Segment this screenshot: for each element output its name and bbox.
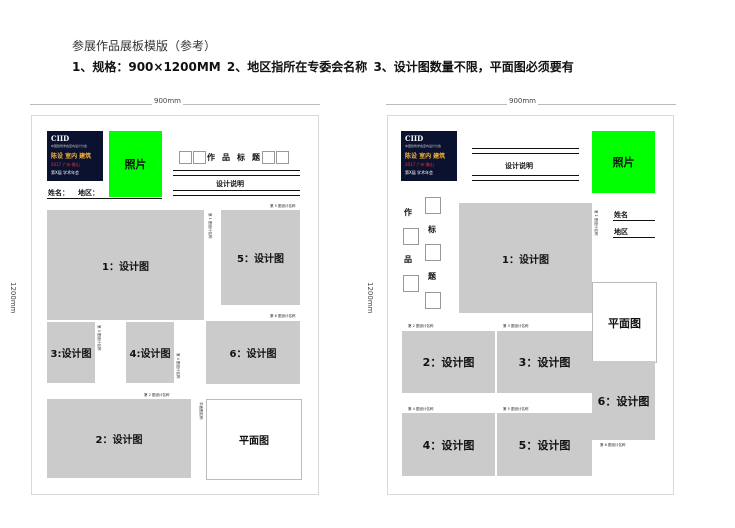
board1-caption-4: 第 4 图设计名称 <box>176 353 180 379</box>
board2-desc-line <box>472 153 579 154</box>
board2-image-2: 2：设计图 <box>402 331 495 393</box>
board1-image-4: 4:设计图 <box>126 322 174 383</box>
logo-sub: 第X届 学术年会 <box>51 170 80 175</box>
board2-title-box <box>425 292 441 309</box>
board1-image-1: 1：设计图 <box>47 210 204 320</box>
board1-title-char: 题 <box>252 153 260 162</box>
board1-region-label: 地区： <box>78 189 99 197</box>
board1-logo: CIID 中国建筑学会室内设计分会 陈设 室内 建筑 2017 广州 佛山 第X… <box>47 131 103 181</box>
board2-caption-6: 第 6 图设计名称 <box>600 443 626 447</box>
board2-image-4: 4：设计图 <box>402 413 495 476</box>
board2-title-box <box>425 197 441 214</box>
board1-design-desc: 设计说明 <box>216 180 244 188</box>
board1-caption-3: 第 3 图设计名称 <box>97 325 101 351</box>
board2-name-label: 姓名 <box>614 211 628 219</box>
logo-sub: 第X届 学术年会 <box>405 170 434 175</box>
page-title: 参展作品展板模版（参考） <box>72 39 217 53</box>
board1-title-box <box>179 151 192 164</box>
height-dimension-label: 1200mm <box>366 282 374 314</box>
board1-image-6: 6：设计图 <box>206 321 300 384</box>
width-dimension-label: 900mm <box>507 97 538 105</box>
board1-title-char: 标 <box>237 153 245 162</box>
board1-caption-6: 第 6 图设计名称 <box>270 314 296 318</box>
board1-desc-line <box>173 175 300 176</box>
board2-desc-line <box>472 175 579 176</box>
height-dimension-label: 1200mm <box>9 282 17 314</box>
board2-desc-line <box>472 180 579 181</box>
board1-desc-line <box>173 190 300 191</box>
logo-year: 2017 广州 佛山 <box>405 162 434 167</box>
board1-title-box <box>262 151 275 164</box>
logo-brand: CIID <box>405 134 424 143</box>
board2-caption-5: 第 5 图设计名称 <box>503 407 529 411</box>
board1-name-label: 姓名： <box>48 189 69 197</box>
board2-caption-3: 第 3 图设计名称 <box>503 324 529 328</box>
board1-image-5: 5：设计图 <box>221 210 300 305</box>
logo-main: 陈设 室内 建筑 <box>405 153 446 160</box>
board2-title-char: 品 <box>404 255 412 264</box>
board2-desc-line <box>472 148 579 149</box>
board1-title-box <box>276 151 289 164</box>
board2-title-box <box>425 244 441 261</box>
board1-image-3: 3:设计图 <box>47 322 95 383</box>
board2-title-char: 标 <box>428 225 436 234</box>
board2-name-line <box>613 220 655 221</box>
board2-title-box <box>403 275 419 292</box>
board1-caption-5: 第 5 图设计名称 <box>270 204 296 208</box>
logo-main: 陈设 室内 建筑 <box>51 153 92 160</box>
requirements-line: 1、规格：900×1200MM 2、地区指所在专委会名称 3、设计图数量不限，平… <box>72 60 574 74</box>
board1-caption-plan: 平面图名称 <box>199 402 203 420</box>
board2-title-char: 作 <box>404 208 412 217</box>
width-dimension-label: 900mm <box>152 97 183 105</box>
board1-desc-line <box>173 195 300 196</box>
board2-plan: 平面图 <box>592 282 657 363</box>
board2-photo: 照片 <box>592 131 655 193</box>
board2-caption-4: 第 4 图设计名称 <box>408 407 434 411</box>
logo-line1: 中国建筑学会室内设计分会 <box>51 144 88 148</box>
board1-desc-line <box>173 170 300 171</box>
board2-design-desc: 设计说明 <box>505 162 533 170</box>
board1-photo: 照片 <box>109 131 162 197</box>
board2-image-3: 3：设计图 <box>497 331 592 393</box>
board1-image-2: 2：设计图 <box>47 399 191 478</box>
board1-plan: 平面图 <box>206 399 302 480</box>
board2-title-char: 题 <box>428 272 436 281</box>
board1-title-char: 作 <box>207 153 215 162</box>
board1-title-char: 品 <box>222 153 230 162</box>
board2-region-label: 地区 <box>614 228 628 236</box>
board2-region-line <box>613 237 655 238</box>
board1-title-box <box>193 151 206 164</box>
logo-year: 2017 广州 佛山 <box>51 162 80 167</box>
logo-line1: 中国建筑学会室内设计分会 <box>405 144 442 148</box>
board1-caption-2: 第 2 图设计名称 <box>144 393 170 397</box>
board1-caption-1: 第 1 图设计名称 <box>208 213 212 239</box>
board2-title-box <box>403 228 419 245</box>
board2-image-5: 5：设计图 <box>497 413 592 476</box>
board2-caption-1: 第 1 图设计名称 <box>594 210 598 236</box>
logo-brand: CIID <box>51 134 70 143</box>
board2-caption-2: 第 2 图设计名称 <box>408 324 434 328</box>
board2-logo: CIID 中国建筑学会室内设计分会 陈设 室内 建筑 2017 广州 佛山 第X… <box>401 131 457 181</box>
board1-name-underline <box>47 198 162 199</box>
board2-image-6: 6：设计图 <box>592 361 655 440</box>
board2-image-1: 1：设计图 <box>459 203 592 313</box>
